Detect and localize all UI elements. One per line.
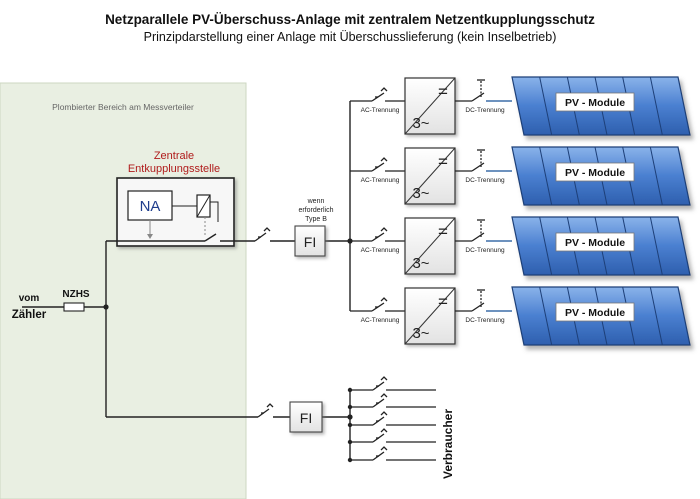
- fi-note-1: wenn: [307, 198, 325, 205]
- pv-module-array: PV - Module: [511, 216, 691, 276]
- nzhs-fuse-icon: [63, 302, 85, 312]
- dc-trennung-label: DC-Trennung: [465, 247, 505, 254]
- inverter: = 3~: [404, 217, 456, 275]
- junction-dot: [103, 304, 109, 310]
- central-label-2: Entkupplungsstelle: [128, 163, 220, 175]
- pv-label-box: [555, 162, 635, 182]
- pv-module-label: PV - Module: [565, 237, 625, 249]
- inverter-ac-symbol: 3~: [412, 325, 429, 342]
- dc-trennung-label: DC-Trennung: [465, 177, 505, 184]
- inverter: = 3~: [404, 147, 456, 205]
- dc-switch-icon: [471, 219, 485, 242]
- ac-breaker-icon: [371, 227, 388, 242]
- consumer-feeder: [347, 376, 436, 393]
- dc-switch-icon: [471, 149, 485, 172]
- dc-switch-icon: [471, 289, 485, 312]
- fi-note-3: Type B: [305, 216, 327, 223]
- pv-module-label: PV - Module: [565, 167, 625, 179]
- inverter-ac-symbol: 3~: [412, 115, 429, 132]
- inverter: = 3~: [404, 77, 456, 135]
- consumer-feeder: [347, 428, 436, 445]
- dc-trennung-label: DC-Trennung: [465, 107, 505, 114]
- fi-consumer-label: FI: [300, 410, 312, 426]
- fi-pv-box: [294, 225, 326, 257]
- ac-trennung-label: AC-Trennung: [361, 177, 400, 184]
- inverter-dc-symbol: =: [438, 152, 448, 171]
- sealed-area-label: Plombierter Bereich am Messverteiler: [52, 102, 194, 112]
- meter-label-2: Zähler: [12, 309, 47, 321]
- pv-module-array: PV - Module: [511, 76, 691, 136]
- fi-consumer-box: [289, 401, 323, 433]
- ac-trennung-label: AC-Trennung: [361, 247, 400, 254]
- main-breaker-icon: [254, 227, 271, 242]
- inverter-dc-symbol: =: [438, 82, 448, 101]
- ac-breaker-icon: [371, 157, 388, 172]
- fi-pv-label: FI: [304, 234, 316, 250]
- consumer-feeder: [347, 446, 436, 463]
- consumers-label: Verbraucher: [441, 409, 455, 479]
- ac-trennung-label: AC-Trennung: [361, 107, 400, 114]
- inverter-dc-symbol: =: [438, 222, 448, 241]
- relay-coil-icon: [172, 194, 219, 222]
- inverter-ac-symbol: 3~: [412, 185, 429, 202]
- pv-string: AC-Trennung = 3~ DC-Trennung PV - Module: [350, 76, 691, 136]
- central-label-1: Zentrale: [154, 150, 194, 162]
- sealed-area: [0, 82, 247, 499]
- ac-breaker-icon: [371, 87, 388, 102]
- inverter-ac-symbol: 3~: [412, 255, 429, 272]
- meter-label-1: vom: [19, 293, 40, 304]
- main-wiring: [22, 101, 351, 460]
- inverter: = 3~: [404, 287, 456, 345]
- pv-label-box: [555, 232, 635, 252]
- diagram-subtitle: Prinzipdarstellung einer Anlage mit Über…: [143, 30, 557, 44]
- diagram-title: Netzparallele PV-Überschuss-Anlage mit z…: [105, 12, 595, 27]
- dc-trennung-label: DC-Trennung: [465, 317, 505, 324]
- pv-module-array: PV - Module: [511, 146, 691, 206]
- consumer-feeder: [347, 393, 436, 410]
- dc-switch-icon: [471, 79, 485, 102]
- inverter-dc-symbol: =: [438, 292, 448, 311]
- pv-string: AC-Trennung = 3~ DC-Trennung PV - Module: [350, 146, 691, 206]
- na-label: NA: [140, 198, 161, 215]
- nzhs-label: NZHS: [62, 289, 90, 300]
- pv-module-label: PV - Module: [565, 307, 625, 319]
- consumer-feeder: [347, 411, 436, 428]
- ac-trennung-label: AC-Trennung: [361, 317, 400, 324]
- junction-dot: [347, 414, 353, 420]
- pv-string: AC-Trennung = 3~ DC-Trennung PV - Module: [350, 216, 691, 276]
- pv-module-array: PV - Module: [511, 286, 691, 346]
- pv-label-box: [555, 92, 635, 112]
- pv-string: AC-Trennung = 3~ DC-Trennung PV - Module: [350, 286, 691, 346]
- fi-note-2: erforderlich: [298, 207, 333, 214]
- ac-breaker-icon: [371, 297, 388, 312]
- pv-label-box: [555, 302, 635, 322]
- consumer-main-breaker-icon: [257, 403, 274, 418]
- pv-module-label: PV - Module: [565, 97, 625, 109]
